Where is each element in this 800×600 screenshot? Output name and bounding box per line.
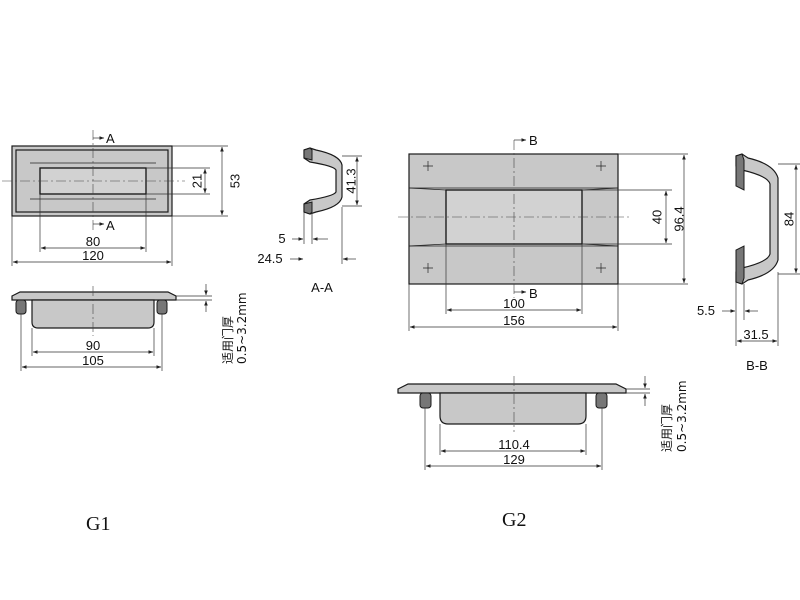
g1-dim-120: 120 — [82, 248, 104, 263]
bb-label: B-B — [746, 358, 768, 373]
bb-dim-31-5: 31.5 — [743, 327, 768, 342]
g2-dim-40: 40 — [650, 210, 665, 224]
g1-section-mark-bottom: A — [106, 218, 115, 233]
g2-section-mark-bottom: B — [529, 286, 538, 301]
g1-label: G1 — [86, 513, 110, 535]
g2-dim-156: 156 — [503, 313, 525, 328]
g2-section-mark-top: B — [529, 133, 538, 148]
g2-top-view: B B 96.4 40 100 156 — [398, 133, 688, 331]
bb-dim-5-5: 5.5 — [697, 303, 715, 318]
aa-label: A-A — [311, 280, 333, 295]
g1-dim-21: 21 — [190, 174, 205, 188]
g1-dim-105: 105 — [82, 353, 104, 368]
aa-dim-5: 5 — [278, 231, 285, 246]
g1-dim-80: 80 — [86, 234, 100, 249]
g1-door-thickness-range: 0.5~3.2mm — [235, 292, 249, 364]
g1-section-mark-top: A — [106, 131, 115, 146]
g2-label: G2 — [502, 509, 526, 531]
g1-dim-53: 53 — [228, 174, 243, 188]
g2-door-thickness-label: 适用门厚 — [659, 404, 674, 452]
g1-door-thickness-label: 适用门厚 — [220, 316, 235, 364]
bb-dim-84: 84 — [782, 212, 797, 226]
aa-dim-41-3: 41.3 — [344, 168, 359, 193]
section-b-b: 84 5.5 31.5 — [697, 153, 800, 346]
g1-side-view: 适用门厚 0.5~3.2mm 90 105 — [11, 284, 249, 371]
section-a-a: 41.3 5 24.5 — [257, 147, 362, 266]
g2-dim-96-4: 96.4 — [672, 206, 687, 231]
g2-side-view: 适用门厚 0.5~3.2mm 110.4 129 — [397, 376, 689, 470]
g2-dim-110-4: 110.4 — [498, 437, 530, 452]
g1-dim-90: 90 — [86, 338, 100, 353]
g2-dim-129: 129 — [503, 452, 525, 467]
g1-top-view: A A 53 21 80 120 — [2, 130, 243, 266]
g2-door-thickness-range: 0.5~3.2mm — [675, 380, 689, 452]
g2-dim-100: 100 — [503, 296, 525, 311]
aa-dim-24-5: 24.5 — [257, 251, 282, 266]
